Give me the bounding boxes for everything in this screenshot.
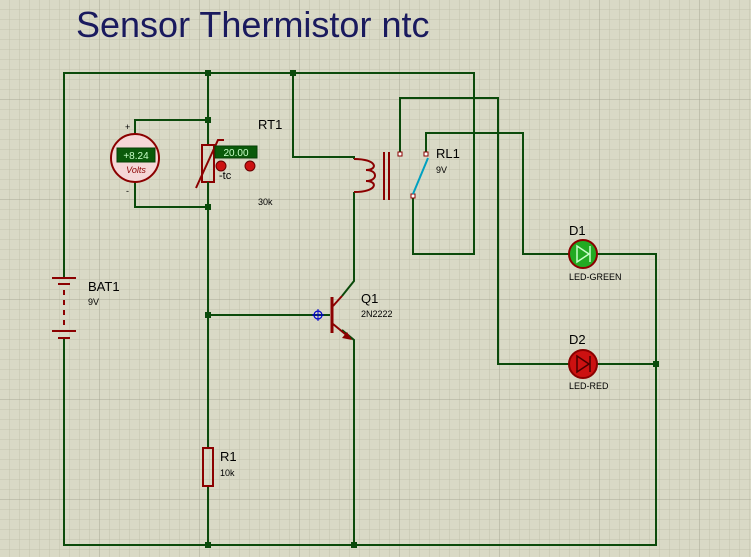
bat1-value: 9V [88,297,99,307]
wire-relay-nc [399,97,569,365]
d2-ref: D2 [569,332,586,347]
rt1-increase-button[interactable] [244,160,256,172]
thermistor-rt1[interactable]: 20.00 -tc RT1 30k [195,117,282,207]
transistor-q1[interactable]: Q1 2N2222 [312,291,393,340]
d2-value: LED-RED [569,381,609,391]
voltmeter-minus-label: - [126,186,129,196]
voltmeter-reading: +8.24 [123,151,149,162]
rt1-decrease-button[interactable] [215,160,227,172]
d2-triangle [576,354,591,374]
rl1-value: 9V [436,165,447,175]
wire-voltmeter-plus [134,119,208,137]
voltmeter-unit: Volts [126,165,146,175]
wire-relay-no [425,132,569,255]
wire-battery-top [63,72,475,278]
q1-value: 2N2222 [361,309,393,319]
led-d2[interactable]: D2 LED-RED [568,332,609,391]
r1-value: 10k [220,468,235,478]
wire-d1-out [596,253,657,364]
rt1-marking: -tc [219,170,232,182]
relay-switch-arm [412,157,429,195]
d1-triangle [576,244,591,264]
relay-coil [353,158,376,193]
r1-body [202,447,214,487]
voltmeter[interactable]: +8.24 Volts + - [110,122,160,196]
d1-ref: D1 [569,223,586,238]
voltmeter-plus-label: + [125,122,130,132]
led-d1[interactable]: D1 LED-GREEN [568,223,622,282]
voltmeter-display [116,147,156,163]
battery-bat1[interactable]: BAT1 9V [52,277,120,339]
relay-contact-no [423,151,429,157]
relay-contact-common [410,193,416,199]
rl1-ref: RL1 [436,146,460,161]
wire-battery-bottom [63,338,657,546]
r1-ref: R1 [220,449,237,464]
wire-voltmeter-minus [134,180,208,208]
d1-value: LED-GREEN [569,272,622,282]
q1-ref: Q1 [361,291,378,306]
rt1-value: 30k [258,197,273,207]
wires [63,72,657,546]
page-title: Sensor Thermistor ntc [76,4,429,45]
rt1-temp-value: 20.00 [223,148,248,159]
relay-rl1[interactable]: RL1 9V [353,146,460,200]
q1-collector [332,295,343,307]
rt1-tc-line [195,139,224,189]
wire-coil-bottom [341,192,355,297]
resistor-r1[interactable]: R1 10k [202,447,237,487]
bat1-ref: BAT1 [88,279,120,294]
relay-contact-nc [397,151,403,157]
rt1-temp-display[interactable] [214,145,258,159]
q1-emitter-arrow [342,332,352,340]
rt1-ref: RT1 [258,117,282,132]
